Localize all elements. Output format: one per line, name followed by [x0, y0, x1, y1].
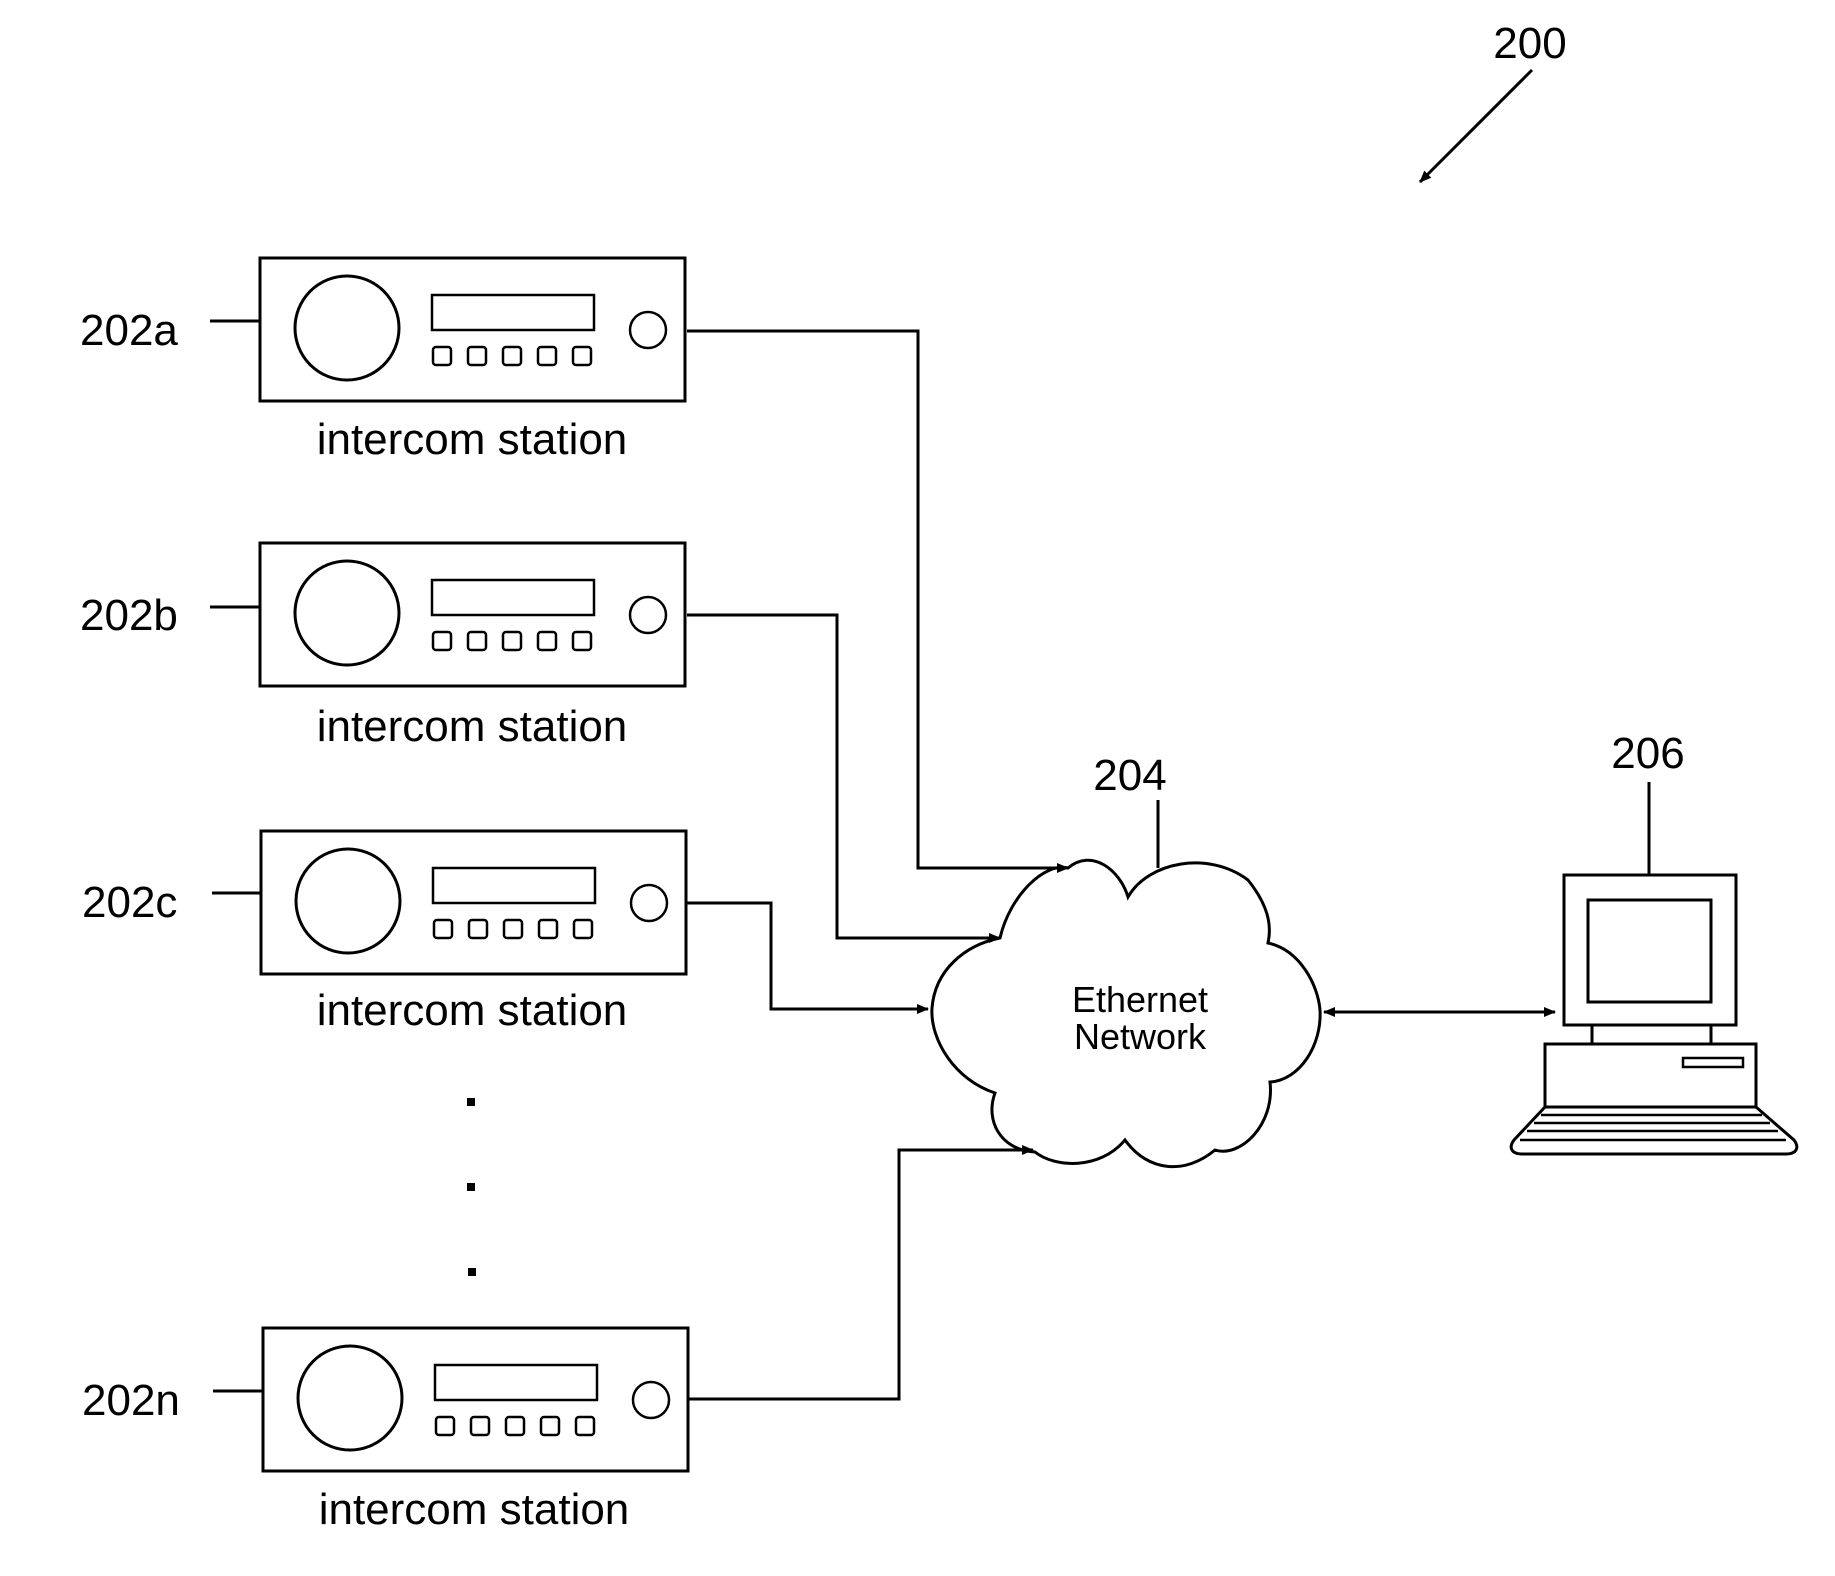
station-n-device [263, 1328, 688, 1471]
intercom-station-b: 202b intercom station [80, 543, 685, 751]
intercom-station-a: 202a intercom station [80, 258, 685, 464]
computer-terminal: 206 [1511, 729, 1797, 1154]
station-c-device [261, 831, 686, 974]
figure-ref-label: 200 [1493, 19, 1566, 68]
station-ellipsis [467, 1098, 476, 1276]
station-n-caption: intercom station [319, 1485, 630, 1534]
figure-ref-arrow [1420, 70, 1532, 182]
network-ref: 204 [1093, 751, 1166, 800]
station-c-caption: intercom station [317, 986, 628, 1035]
station-b-ref: 202b [80, 591, 178, 640]
connector-station-n [688, 1150, 1033, 1399]
computer-screen [1588, 900, 1711, 1002]
ellipsis-dot-2 [467, 1183, 475, 1191]
intercom-station-n: 202n intercom station [82, 1328, 688, 1534]
computer-disk-slot [1683, 1058, 1743, 1067]
computer-ref: 206 [1611, 729, 1684, 778]
station-a-caption: intercom station [317, 415, 628, 464]
ellipsis-dot-3 [468, 1268, 476, 1276]
intercom-station-c: 202c intercom station [82, 831, 686, 1035]
connector-station-c [687, 903, 928, 1009]
ethernet-network-cloud: 204 Ethernet Network [932, 751, 1320, 1167]
station-a-ref: 202a [80, 306, 178, 355]
station-b-caption: intercom station [317, 702, 628, 751]
station-a-device [260, 258, 685, 401]
computer-base-unit [1545, 1044, 1756, 1107]
station-c-ref: 202c [82, 878, 177, 927]
ellipsis-dot-1 [467, 1098, 475, 1106]
station-n-ref: 202n [82, 1376, 180, 1425]
connector-station-a [687, 331, 1068, 868]
network-label-line1: Ethernet [1072, 979, 1208, 1020]
connector-station-b [687, 615, 1000, 938]
station-b-device [260, 543, 685, 686]
network-label-line2: Network [1074, 1016, 1207, 1057]
figure-reference: 200 [1420, 19, 1567, 182]
